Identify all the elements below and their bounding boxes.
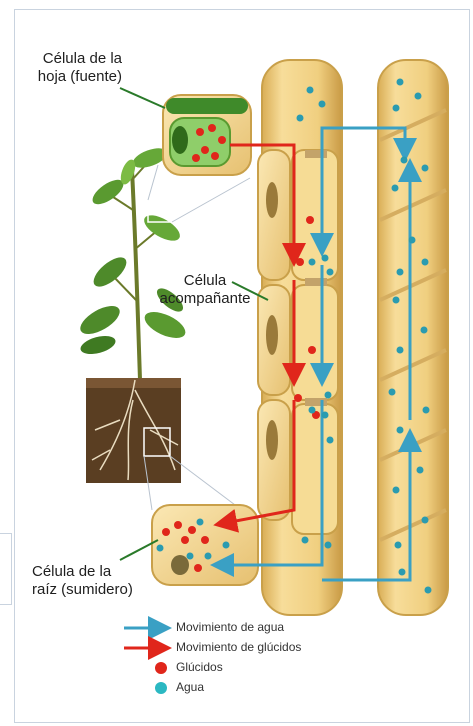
root-cell-label-line1: Célula de la [32,563,133,581]
legend-water-movement: Movimiento de agua [176,620,284,634]
companion-cell-label: Célula acompañante [155,272,255,308]
leaf-cell-label-line2: hoja (fuente) [30,68,122,86]
phloem-column [258,60,342,615]
root-cell-label-line2: raíz (sumidero) [32,581,133,599]
root-cell [152,505,258,585]
legend-sugar-dot [155,662,167,674]
xylem-column [378,60,448,615]
legend-water: Agua [176,680,204,694]
leaf-cell-label-line1: Célula de la [30,50,122,68]
legend-water-dot [155,682,167,694]
plant-illustration [76,144,189,380]
legend-sugar-movement: Movimiento de glúcidos [176,640,301,654]
legend-graphics [124,628,167,694]
root-cell-label: Célula de la raíz (sumidero) [32,563,133,599]
leaf-cell-label: Célula de la hoja (fuente) [30,50,122,86]
companion-cell-label-line1: Célula [155,272,255,290]
leaf-cell [163,95,251,175]
soil-and-roots [86,378,181,483]
legend-sugars: Glúcidos [176,660,223,674]
companion-cell-label-line2: acompañante [155,290,255,308]
